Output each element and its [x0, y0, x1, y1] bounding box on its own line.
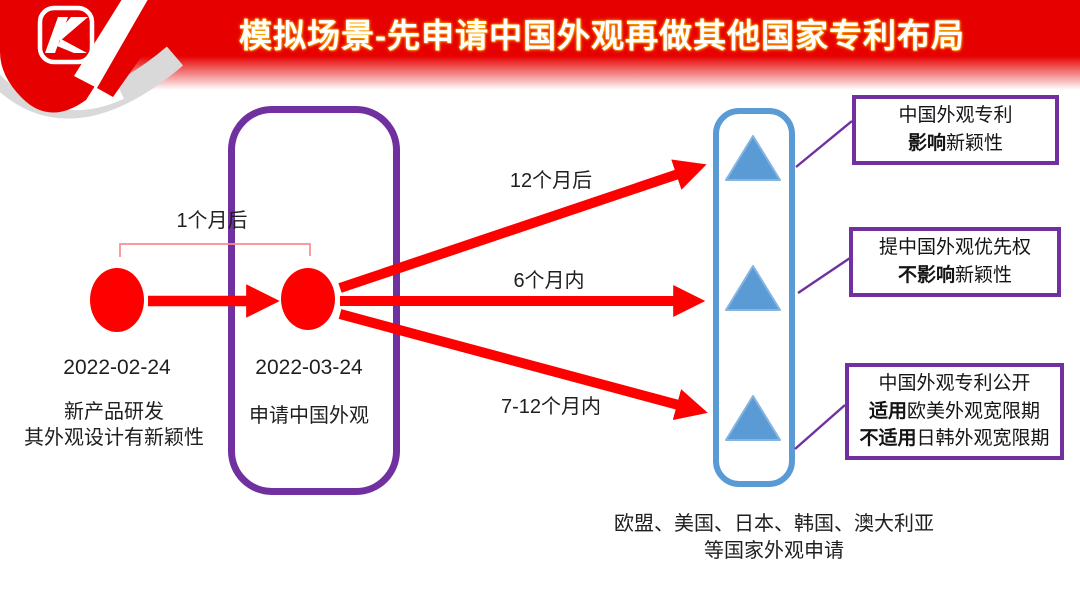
arrow-label-6-months: 6个月内	[513, 270, 585, 292]
result-box-line: 不影响新颖性	[897, 265, 1013, 286]
result-box-line: 影响新颖性	[907, 133, 1004, 154]
result-box-grace-period: 中国外观专利公开 适用欧美外观宽限期 不适用日韩外观宽限期	[845, 363, 1064, 460]
page-title: 模拟场景-先申请中国外观再做其他国家专利布局	[239, 17, 965, 54]
white-diagonal-stripe	[74, 0, 148, 88]
destination-caption: 欧盟、美国、日本、韩国、澳大利亚 等国家外观申请	[614, 511, 934, 565]
result-box-novelty-affected: 中国外观专利 影响新颖性	[852, 95, 1059, 165]
connector-box-3	[794, 404, 846, 450]
start-description-line1: 新产品研发	[64, 401, 164, 423]
header-banner	[0, 0, 1080, 92]
result-box-line: 适用欧美外观宽限期	[868, 400, 1041, 422]
filing-date: 2022-03-24	[255, 356, 363, 379]
start-description-line2: 其外观设计有新颖性	[24, 427, 204, 449]
red-diagonal-piece	[97, 0, 182, 97]
logo-k-icon	[37, 5, 95, 65]
start-node-red-dot-icon	[90, 268, 144, 332]
gap-label: 1个月后	[176, 210, 248, 232]
result-box-line: 中国外观专利	[898, 105, 1013, 127]
result-box-priority-claim: 提中国外观优先权 不影响新颖性	[849, 227, 1061, 297]
result-box-line: 不适用日韩外观宽限期	[859, 428, 1050, 450]
result-box-line: 中国外观专利公开	[878, 373, 1031, 395]
connector-box-2	[797, 257, 851, 294]
connector-box-1	[795, 120, 853, 168]
start-date: 2022-02-24	[63, 356, 171, 379]
filing-label: 申请中国外观	[249, 405, 369, 427]
result-box-line: 提中国外观优先权	[878, 237, 1031, 259]
foreign-filing-container	[713, 108, 795, 487]
arrow-label-12-months: 12个月后	[509, 170, 593, 192]
destination-countries: 欧盟、美国、日本、韩国、澳大利亚	[614, 513, 934, 535]
destination-caption-line2: 等国家外观申请	[704, 540, 844, 562]
start-description: 新产品研发 其外观设计有新颖性	[24, 399, 204, 451]
corner-decoration	[0, 0, 184, 119]
china-filing-container	[228, 106, 400, 495]
arrow-label-7-12-months: 7-12个月内	[500, 396, 602, 418]
